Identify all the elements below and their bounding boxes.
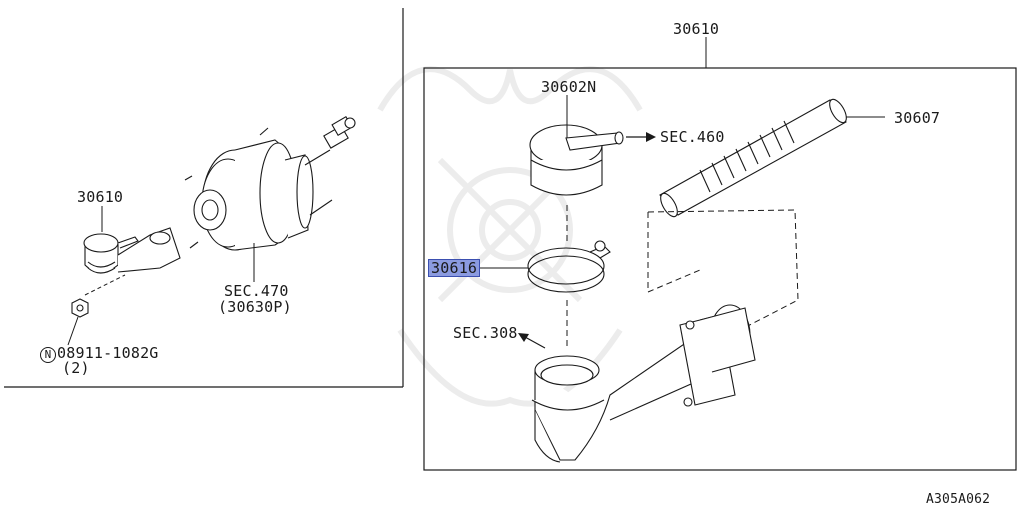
left-reservoir-drawing bbox=[83, 227, 181, 274]
hose-drawing bbox=[659, 98, 847, 218]
diagram-code: A305A062 bbox=[926, 492, 991, 507]
hose-part-number-30607: 30607 bbox=[894, 109, 941, 127]
nut-quantity: (2) bbox=[62, 359, 90, 377]
sec460-reference: SEC.460 bbox=[660, 128, 725, 146]
left-part-number-30610: 30610 bbox=[77, 188, 124, 206]
booster-assembly-drawing bbox=[184, 116, 356, 251]
sec308-arrow-line bbox=[524, 336, 546, 349]
sec470-reference: SEC.470 bbox=[224, 282, 289, 300]
nut-part-number: 08911-1082G bbox=[57, 344, 159, 362]
reservoir-cap-drawing bbox=[529, 124, 624, 196]
reservoir-body-drawing bbox=[531, 304, 756, 463]
hose-dashed-guide bbox=[647, 209, 799, 331]
sec460-arrowhead bbox=[646, 132, 656, 142]
nut-drawing bbox=[71, 298, 89, 318]
nut-leader bbox=[67, 316, 79, 346]
right-panel-frame bbox=[423, 67, 1017, 471]
watermark-emblem bbox=[377, 66, 643, 407]
sec470-part-reference: (30630P) bbox=[218, 298, 292, 316]
sec308-reference: SEC.308 bbox=[453, 324, 518, 342]
cap-part-number-30602N: 30602N bbox=[541, 78, 597, 96]
left-dashed-guide bbox=[84, 274, 126, 296]
hose-clamp-drawing bbox=[527, 240, 611, 293]
nut-symbol-circle: N bbox=[40, 347, 56, 363]
sec308-arrowhead bbox=[518, 333, 529, 342]
clamp-part-number-30616-highlighted[interactable]: 30616 bbox=[428, 259, 481, 277]
assembly-part-number-30610: 30610 bbox=[673, 20, 720, 38]
